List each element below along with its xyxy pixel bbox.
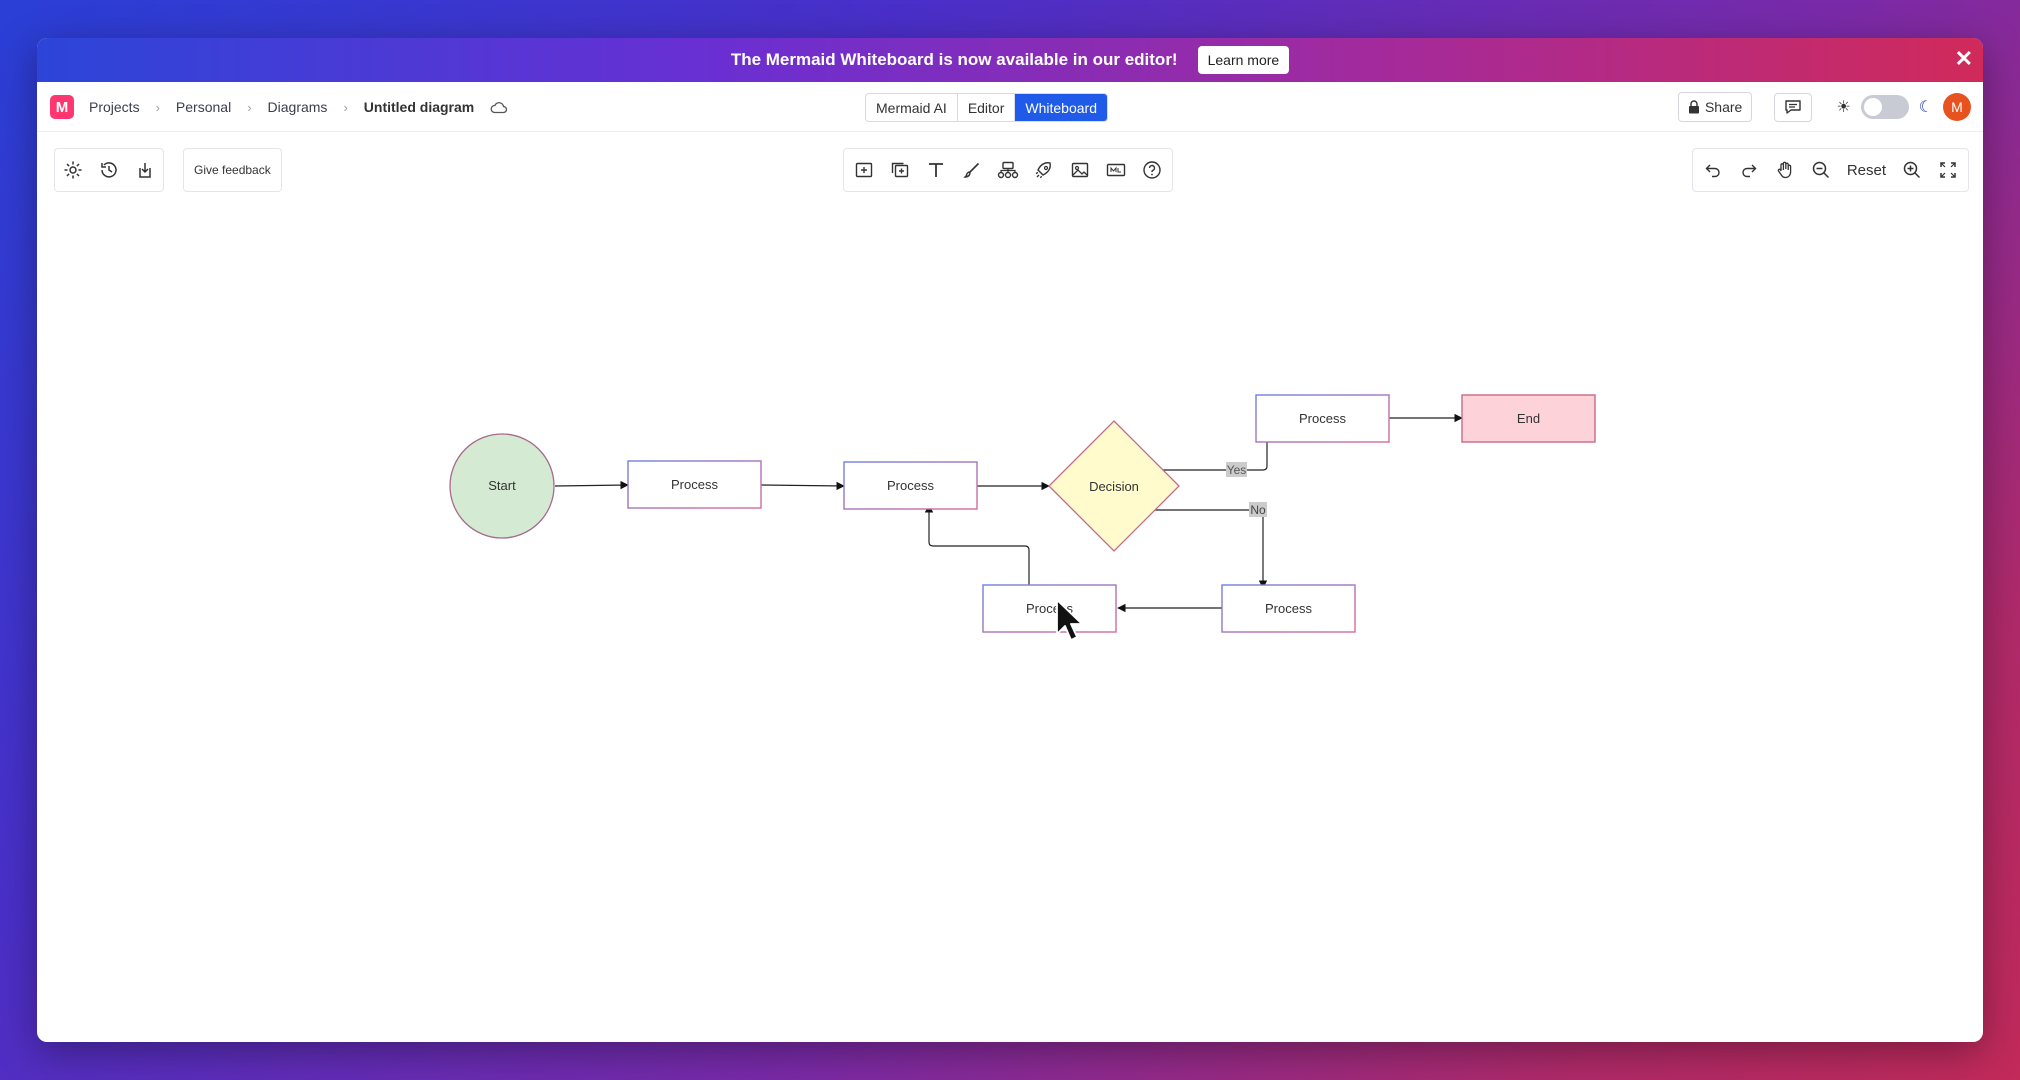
tab-whiteboard[interactable]: Whiteboard: [1015, 94, 1107, 121]
history-icon[interactable]: [91, 152, 127, 188]
breadcrumb-personal[interactable]: Personal: [175, 99, 232, 115]
app-window: The Mermaid Whiteboard is now available …: [37, 38, 1983, 1042]
svg-text:Process: Process: [887, 478, 934, 493]
theme-toggle[interactable]: [1860, 95, 1909, 119]
mouse-cursor-icon: [1056, 599, 1083, 641]
whiteboard-canvas[interactable]: Yes No Start Process Process Decision: [37, 198, 1983, 1042]
node-process-2[interactable]: Process: [843, 461, 978, 510]
node-process-back[interactable]: Process: [982, 584, 1117, 633]
svg-text:Decision: Decision: [1089, 479, 1139, 494]
close-icon[interactable]: ✕: [1954, 46, 1973, 71]
left-toolbar: [54, 148, 164, 192]
zoom-out-icon[interactable]: [1803, 152, 1839, 188]
cloud-saved-icon: [490, 102, 508, 114]
brush-icon[interactable]: [954, 152, 990, 188]
edge-label-no: No: [1249, 502, 1267, 517]
view-toolbar: Reset: [1691, 148, 1969, 192]
hand-pan-icon[interactable]: [1767, 152, 1803, 188]
add-frame-icon[interactable]: [882, 152, 918, 188]
top-right-actions: Share ☀ ☾ M: [1677, 90, 1971, 124]
add-shape-icon[interactable]: [846, 152, 882, 188]
node-start[interactable]: Start: [449, 433, 555, 539]
comment-icon: [1785, 100, 1802, 114]
mermaid-logo-icon[interactable]: M: [50, 95, 74, 119]
breadcrumb: Projects › Personal › Diagrams › Untitle…: [89, 82, 508, 132]
share-button[interactable]: Share: [1677, 92, 1753, 122]
svg-text:Start: Start: [488, 478, 516, 493]
node-process-1[interactable]: Process: [627, 460, 762, 509]
breadcrumb-diagrams[interactable]: Diagrams: [267, 99, 328, 115]
svg-text:Process: Process: [1265, 601, 1312, 616]
node-process-no[interactable]: Process: [1221, 584, 1356, 633]
give-feedback-button[interactable]: Give feedback: [183, 148, 282, 192]
node-decision[interactable]: Decision: [1048, 420, 1180, 552]
rocket-icon[interactable]: [1026, 152, 1062, 188]
image-icon[interactable]: [1062, 152, 1098, 188]
download-icon[interactable]: [127, 152, 163, 188]
node-process-yes[interactable]: Process: [1255, 394, 1390, 443]
sun-icon: ☀: [1836, 99, 1851, 116]
svg-text:No: No: [1250, 503, 1266, 517]
settings-gear-icon[interactable]: [55, 152, 91, 188]
svg-text:End: End: [1517, 411, 1540, 426]
comments-button[interactable]: [1774, 92, 1813, 122]
diagram-title[interactable]: Untitled diagram: [363, 99, 475, 115]
node-end[interactable]: End: [1461, 394, 1596, 443]
zoom-in-icon[interactable]: [1894, 152, 1930, 188]
announcement-banner: The Mermaid Whiteboard is now available …: [37, 38, 1983, 82]
svg-text:Process: Process: [1299, 411, 1346, 426]
tab-editor[interactable]: Editor: [958, 94, 1016, 121]
share-label: Share: [1704, 99, 1743, 115]
chevron-right-icon: ›: [247, 99, 252, 115]
moon-icon: ☾: [1918, 99, 1933, 116]
edge-pback-p2[interactable]: [924, 504, 1030, 589]
chevron-right-icon: ›: [343, 99, 348, 115]
mode-switcher: Mermaid AI Editor Whiteboard: [865, 93, 1108, 122]
svg-text:Yes: Yes: [1227, 463, 1247, 477]
edge-p1-p2[interactable]: [760, 481, 845, 491]
edge-label-yes: Yes: [1226, 462, 1247, 477]
chevron-right-icon: ›: [155, 99, 160, 115]
breadcrumb-projects[interactable]: Projects: [89, 99, 140, 115]
text-icon[interactable]: [918, 152, 954, 188]
edge-start-p1[interactable]: [554, 480, 629, 490]
flowchart-icon[interactable]: [990, 152, 1026, 188]
top-bar: M Projects › Personal › Diagrams › Untit…: [37, 82, 1983, 132]
banner-text: The Mermaid Whiteboard is now available …: [730, 50, 1178, 69]
tab-mermaid-ai[interactable]: Mermaid AI: [866, 94, 958, 121]
mermaid-code-icon[interactable]: [1098, 152, 1134, 188]
learn-more-button[interactable]: Learn more: [1197, 46, 1290, 74]
svg-text:Process: Process: [671, 477, 718, 492]
edge-decision-no[interactable]: [1147, 509, 1268, 589]
lock-icon: [1688, 100, 1699, 114]
reset-zoom-button[interactable]: Reset: [1846, 161, 1886, 179]
redo-icon[interactable]: [1731, 152, 1767, 188]
undo-icon[interactable]: [1695, 152, 1731, 188]
shape-toolbar: [843, 148, 1173, 192]
help-icon[interactable]: [1134, 152, 1170, 188]
fullscreen-icon[interactable]: [1930, 152, 1966, 188]
avatar[interactable]: M: [1943, 93, 1971, 121]
edge-decision-yes[interactable]: [1159, 419, 1272, 471]
